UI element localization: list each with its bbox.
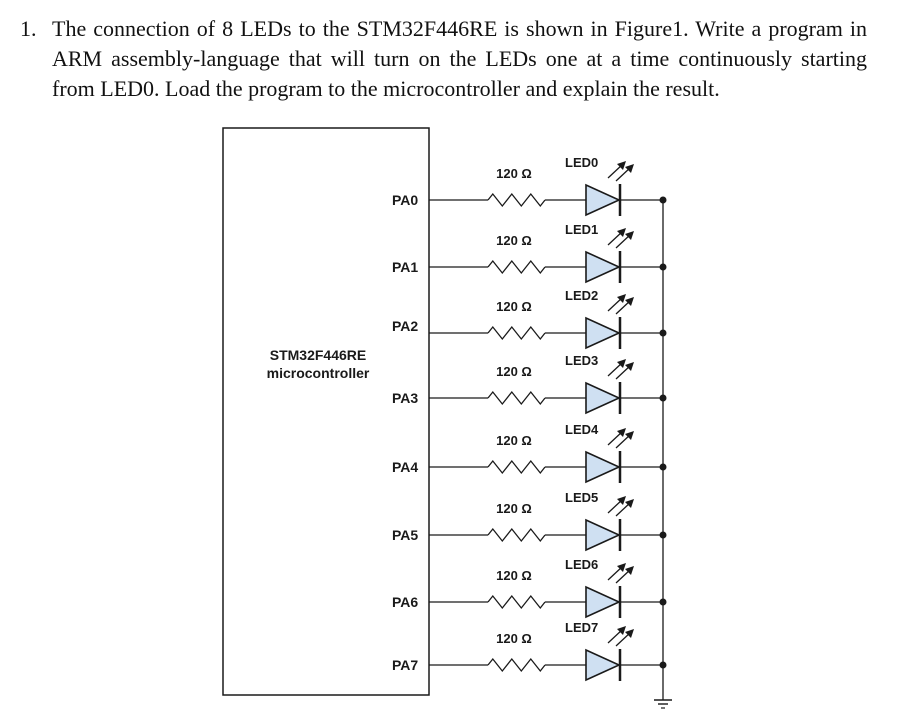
channel-led2: PA2 120 Ω LED2: [392, 288, 667, 350]
light-arrowhead-icon: [625, 629, 634, 638]
question-text: The connection of 8 LEDs to the STM32F44…: [52, 16, 867, 101]
led-label: LED3: [565, 353, 598, 368]
led-diode-icon: [585, 450, 621, 484]
microcontroller-box: [222, 127, 430, 696]
pin-label: PA0: [392, 192, 418, 208]
question-number: 1.: [20, 16, 37, 41]
pin-label: PA3: [392, 390, 418, 406]
resistor-symbol: [487, 390, 546, 406]
channel-led5: PA5 120 Ω LED5: [392, 490, 667, 552]
pin-label: PA1: [392, 259, 418, 275]
led-diode-icon: [585, 585, 621, 619]
resistor-symbol: [487, 527, 546, 543]
led-diode-icon: [585, 250, 621, 284]
light-arrowhead-icon: [617, 294, 626, 303]
light-arrowhead-icon: [625, 431, 634, 440]
led-diode-icon: [585, 648, 621, 682]
resistor-label: 120 Ω: [496, 166, 532, 181]
resistor-symbol: [487, 657, 546, 673]
channel-led1: PA1 120 Ω LED1: [392, 222, 667, 284]
resistor-label: 120 Ω: [496, 501, 532, 516]
resistor-label: 120 Ω: [496, 299, 532, 314]
led-diode-icon: [585, 381, 621, 415]
resistor-symbol: [487, 259, 546, 275]
light-arrowhead-icon: [625, 297, 634, 306]
channel-led3: PA3 120 Ω LED3: [392, 353, 667, 415]
light-arrowhead-icon: [625, 164, 634, 173]
resistor-label: 120 Ω: [496, 364, 532, 379]
channel-led4: PA4 120 Ω LED4: [392, 422, 667, 484]
microcontroller-subtitle: microcontroller: [267, 365, 370, 381]
resistor-label: 120 Ω: [496, 568, 532, 583]
pin-label: PA2: [392, 318, 418, 334]
channel-led0: PA0 120 Ω LED0: [392, 155, 667, 217]
resistor-label: 120 Ω: [496, 433, 532, 448]
led-diode-icon: [585, 316, 621, 350]
led-label: LED1: [565, 222, 598, 237]
light-arrowhead-icon: [617, 626, 626, 635]
pin-label: PA7: [392, 657, 418, 673]
pin-label: PA5: [392, 527, 418, 543]
light-arrowhead-icon: [625, 362, 634, 371]
resistor-symbol: [487, 594, 546, 610]
channel-led6: PA6 120 Ω LED6: [392, 557, 667, 619]
light-arrowhead-icon: [617, 496, 626, 505]
light-arrowhead-icon: [625, 566, 634, 575]
light-arrowhead-icon: [625, 231, 634, 240]
light-arrowhead-icon: [617, 161, 626, 170]
light-arrowhead-icon: [617, 359, 626, 368]
pin-label: PA6: [392, 594, 418, 610]
led-label: LED4: [565, 422, 599, 437]
led-label: LED6: [565, 557, 598, 572]
light-arrowhead-icon: [617, 563, 626, 572]
light-arrowhead-icon: [617, 228, 626, 237]
led-label: LED5: [565, 490, 598, 505]
resistor-symbol: [487, 459, 546, 475]
led-label: LED7: [565, 620, 598, 635]
led-diode-icon: [585, 183, 621, 217]
microcontroller-name: STM32F446RE: [270, 347, 366, 363]
light-arrowhead-icon: [625, 499, 634, 508]
resistor-symbol: [487, 192, 546, 208]
resistor-symbol: [487, 325, 546, 341]
led-diode-icon: [585, 518, 621, 552]
pin-label: PA4: [392, 459, 418, 475]
resistor-label: 120 Ω: [496, 631, 532, 646]
channel-led7: PA7 120 Ω LED7: [392, 620, 667, 682]
light-arrowhead-icon: [617, 428, 626, 437]
led-label: LED2: [565, 288, 598, 303]
resistor-label: 120 Ω: [496, 233, 532, 248]
led-label: LED0: [565, 155, 598, 170]
